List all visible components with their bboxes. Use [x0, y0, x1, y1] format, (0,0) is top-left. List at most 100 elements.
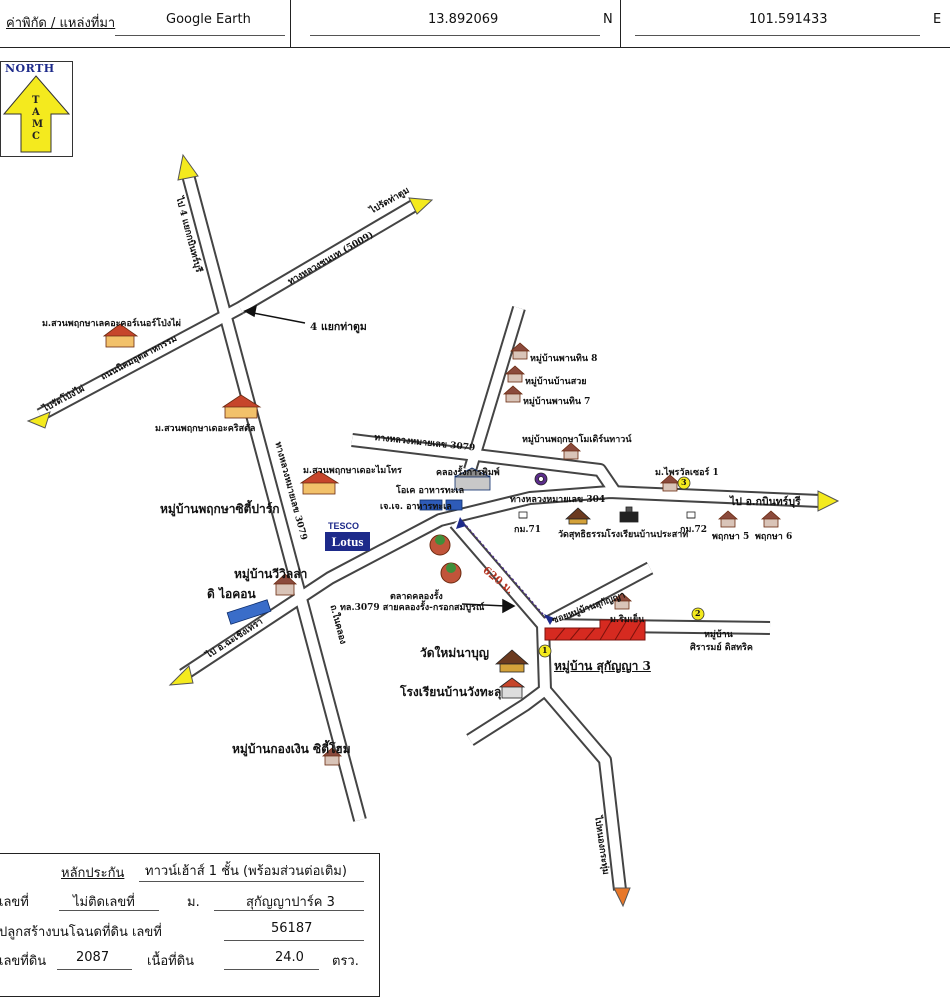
coord-label: ค่าพิกัด / แหล่งที่มา [6, 16, 116, 31]
arrow-northeast-icon [408, 197, 434, 215]
road-network [36, 173, 821, 891]
collateral-info-box: หลักประกัน ทาวน์เฮ้าส์ 1 ชั้น (พร้อมส่วน… [0, 853, 380, 997]
school-icon [619, 506, 639, 523]
longitude-dir: E [933, 12, 942, 27]
north-label: NORTH [5, 62, 55, 75]
house-icon [102, 323, 139, 348]
temple-label: วัดใหม่นาบุญ [420, 646, 489, 660]
factory-icon [454, 467, 491, 491]
house-icon [504, 365, 526, 383]
km-label: กม.71 [514, 525, 542, 535]
house-icon [760, 510, 782, 528]
temple-icon [564, 507, 592, 525]
landmark-label: โรงเรียนบ้านประสาท [606, 530, 689, 540]
village-label: หมู่บ้านพฤกษาโมเดิร์นทาวน์ [522, 435, 632, 445]
village-label: ม.สวนพฤกษาเดอะไมโทร [303, 466, 402, 476]
village-label: หมู่บ้านพานทิน 8 [530, 354, 598, 364]
area-value: 24.0 [275, 950, 304, 965]
longitude-value: 101.591433 [749, 12, 828, 27]
village-label: ม.ริมเย็น [610, 615, 645, 625]
arrow-south-icon [613, 887, 631, 908]
road-label: ทล.3079 สายคลองรั้ง-กรอกสมบูรณ์ [340, 603, 485, 613]
landmark-label: เจ.เจ. อาหารทะเล [380, 502, 452, 512]
factory-icons [226, 467, 491, 625]
latitude-dir: N [603, 12, 613, 27]
tesco-lotus-logo: TESCO Lotus [325, 521, 370, 553]
arrow-east-icon [817, 490, 840, 512]
arrow-southwest-icon [168, 665, 194, 686]
moo-label: ม. [187, 895, 200, 910]
area-label: เนื้อที่ดิน [147, 954, 195, 969]
km-label: กม.72 [680, 525, 708, 535]
school-label: โรงเรียนบ้านวังทะลุ [400, 685, 502, 699]
longitude-cell: 101.591433 E [620, 0, 950, 47]
land-no-label: เลขที่ดิน [0, 954, 47, 969]
village-label: หมู่บ้านพานทิน 7 [523, 397, 591, 407]
direction-arrows [26, 153, 840, 908]
house-icon [502, 385, 524, 403]
temple-icon [494, 649, 530, 673]
land-no-value: 2087 [76, 950, 110, 965]
house-icon [299, 470, 340, 495]
target-plot [544, 619, 646, 641]
village-label: พฤกษา 6 [755, 532, 793, 542]
target-village-label: หมู่บ้าน สุกัญญา 3 [554, 659, 651, 673]
marker-1-text: 1 [542, 645, 548, 655]
house-icon [717, 510, 739, 528]
village-label: หมู่บ้าน [704, 630, 733, 640]
deed-value: 56187 [271, 921, 313, 936]
source-value: Google Earth [166, 12, 251, 27]
house-icon [659, 474, 681, 492]
moo-value: สุกัญญาปาร์ค 3 [246, 895, 335, 910]
house-icon [221, 394, 262, 419]
village-label: หมู่บ้านพฤกษาซิตี้ปาร์ก [160, 502, 280, 516]
village-label: หมู่บ้านบ้านสวย [525, 377, 587, 387]
village-label: ม.สวนพฤกษาเลคอะคอร์เนอร์โป่งไผ่ [42, 319, 181, 329]
landmark-label: วัดสุทธิธรรม [558, 530, 607, 540]
compass-letter: T [32, 95, 40, 106]
map-canvas [26, 153, 840, 908]
factory-icon [419, 499, 443, 511]
house-icons [102, 323, 782, 766]
distance-line [462, 521, 549, 621]
mosque-icon [534, 472, 548, 486]
house-icon [321, 747, 343, 766]
market-icons [429, 534, 462, 584]
compass-letter: A [32, 107, 40, 118]
coordinate-header: ค่าพิกัด / แหล่งที่มา Google Earth 13.89… [0, 0, 950, 48]
factory-icon [226, 599, 272, 625]
village-label: พฤกษา 5 [712, 532, 750, 542]
house-icon [509, 342, 531, 360]
arrow-west-icon [26, 411, 51, 429]
tesco-text: TESCO [328, 521, 360, 531]
lotus-text: Lotus [325, 532, 370, 551]
latitude-value: 13.892069 [428, 12, 499, 27]
landmark-label: คลองรั้งการพิมพ์ [436, 468, 500, 478]
school-icon [498, 677, 526, 699]
house-no-label: เลขที่ [0, 895, 29, 910]
road-label: ไป อ.กบินทร์บุรี [730, 496, 801, 508]
arrow-north-icon [177, 153, 199, 181]
marker-2 [691, 607, 705, 621]
village-label: ศิรารมย์ ดิสทริค [690, 643, 753, 653]
village-label: หมู่บ้านวีวิลล่า [234, 567, 308, 581]
marker-3 [677, 476, 691, 490]
pointer-arrows [243, 304, 516, 614]
landmark-label: ดิ ไอคอน [207, 587, 256, 601]
factory-icon [445, 499, 463, 511]
compass-letter: M [32, 119, 44, 130]
km72-icon [686, 511, 696, 519]
deed-label: ปลูกสร้างบนโฉนดที่ดิน เลขที่ [0, 925, 162, 940]
landmark-label: ตลาดคลองรั้ง [390, 592, 443, 602]
north-arrow-icon [2, 75, 71, 153]
collateral-label: หลักประกัน [61, 866, 125, 881]
coord-source-cell: ค่าพิกัด / แหล่งที่มา Google Earth [0, 0, 291, 47]
village-label: ม.สวนพฤกษาเดอะคริสตัล [155, 424, 256, 434]
house-no-value: ไม่ติดเลขที่ [73, 895, 135, 910]
landmark-label: โอเค อาหารทะเล [396, 486, 465, 496]
house-icon [611, 592, 633, 610]
collateral-value: ทาวน์เฮ้าส์ 1 ชั้น (พร้อมส่วนต่อเติม) [145, 864, 347, 879]
house-icon [560, 442, 582, 460]
house-icon [272, 573, 298, 596]
north-compass: NORTH T A M C [0, 61, 73, 157]
